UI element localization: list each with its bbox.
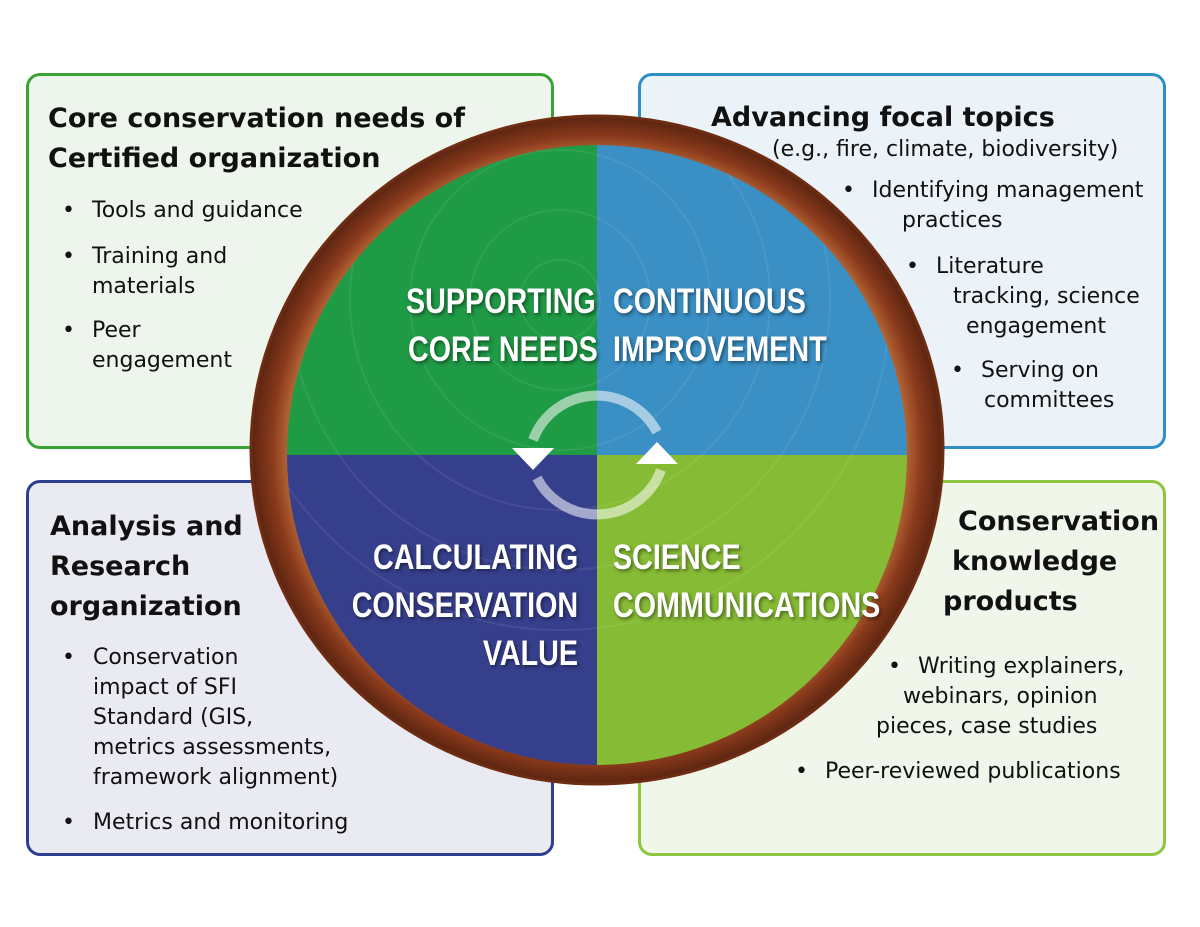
bullet-dot: • [951,358,964,383]
focal-topics-item: Serving on [981,358,1099,383]
bullet-dot: • [795,759,808,784]
focal-topics-title: Advancing focal topics [711,102,1055,133]
analysis-title-line1: Analysis and [50,511,243,542]
focal-topics-item: Literature [936,254,1044,279]
knowledge-item: pieces, case studies [876,714,1098,739]
analysis-item: metrics assessments, [93,735,332,760]
label-core-needs: CORE NEEDS [408,330,598,369]
bullet-dot: • [62,645,75,670]
core-needs-title-line2: Certified organization [48,143,381,174]
core-needs-item: Peer [92,318,141,343]
bullet-dot: • [888,654,901,679]
core-needs-item: materials [92,274,196,299]
label-science: SCIENCE [613,538,741,577]
analysis-item: framework alignment) [93,765,339,790]
bullet-dot: • [62,810,75,835]
bullet-dot: • [62,198,75,223]
bullet-dot: • [842,178,855,203]
label-improvement: IMPROVEMENT [613,330,827,369]
knowledge-title-line1: Conservation [958,506,1160,537]
label-value: VALUE [482,634,578,673]
knowledge-title-line3: products [943,586,1078,617]
focal-topics-item: engagement [966,314,1106,339]
core-needs-title-line1: Core conservation needs of [48,103,465,134]
arrow-up-icon [636,442,678,464]
focal-topics-item: committees [984,388,1115,413]
knowledge-item: Peer-reviewed publications [825,759,1121,784]
focal-topics-item: tracking, science [953,284,1140,309]
analysis-item: Conservation [93,645,239,670]
knowledge-item: webinars, opinion [903,684,1098,709]
focal-topics-item: Identifying management [872,178,1144,203]
label-communications: COMMUNICATIONS [613,586,881,625]
wheel-quadrants [287,145,907,765]
analysis-item: impact of SFI [93,675,238,700]
bullet-dot: • [62,318,75,343]
core-needs-item: engagement [92,348,232,373]
analysis-item: Metrics and monitoring [93,810,349,835]
bullet-dot: • [62,244,75,269]
analysis-title-line3: organization [50,591,242,622]
bullet-dot: • [906,254,919,279]
knowledge-title-line2: knowledge [952,546,1118,577]
analysis-title-line2: Research [50,551,191,582]
label-conservation: CONSERVATION [351,586,578,625]
label-continuous: CONTINUOUS [613,282,806,321]
label-calculating: CALCULATING [372,538,578,577]
label-supporting: SUPPORTING [406,282,596,321]
focal-topics-item: practices [902,208,1003,233]
analysis-item: Standard (GIS, [93,705,254,730]
cycle-arrows-icon [512,390,678,520]
focal-topics-subtitle: (e.g., fire, climate, biodiversity) [772,137,1119,162]
arrow-down-icon [512,448,554,470]
core-needs-item: Tools and guidance [92,198,303,223]
knowledge-item: Writing explainers, [918,654,1125,679]
core-needs-item: Training and [92,244,228,269]
